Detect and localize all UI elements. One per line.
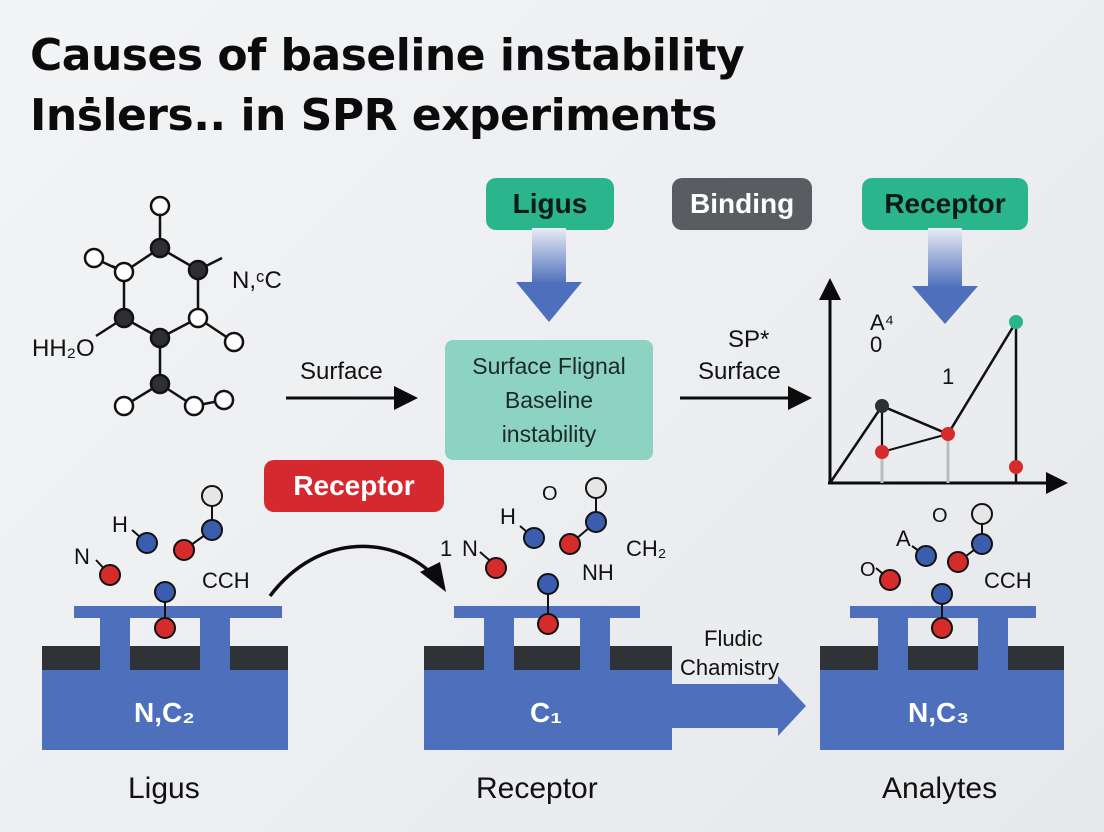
down-arrow-ligus bbox=[516, 228, 582, 322]
atom bbox=[931, 617, 953, 639]
graph-line bbox=[828, 321, 1018, 484]
bottom-label-analytes: Analytes bbox=[882, 772, 998, 805]
atom bbox=[187, 259, 209, 281]
left-molecules bbox=[95, 485, 223, 639]
right-mol-o: O bbox=[860, 559, 876, 581]
center-box-line-1: Surface Flignal bbox=[472, 353, 626, 379]
atom bbox=[537, 613, 559, 635]
chip-label-right: N,C₃ bbox=[908, 697, 969, 728]
sp-label: SP* bbox=[728, 326, 770, 353]
right-mol-a: A bbox=[896, 526, 911, 551]
right-mol-cch: CCH bbox=[984, 568, 1032, 593]
bottom-label-ligus: Ligus bbox=[128, 772, 200, 805]
middle-mol-ch2: CH₂ bbox=[626, 536, 666, 561]
right-molecules bbox=[875, 503, 993, 639]
graph-point bbox=[875, 445, 889, 459]
graph-label-a: A⁴ bbox=[870, 310, 894, 335]
atom bbox=[201, 485, 223, 507]
chip-left bbox=[42, 606, 288, 750]
atom bbox=[585, 511, 607, 533]
baseline-instability-box: Surface Flignal Baseline instability bbox=[445, 340, 653, 460]
atom bbox=[947, 551, 969, 573]
curved-arrow bbox=[268, 544, 438, 598]
graph-x-arrow bbox=[1046, 472, 1068, 494]
atom bbox=[879, 569, 901, 591]
atom bbox=[537, 573, 559, 595]
middle-mol-h: H bbox=[500, 504, 516, 529]
molecule-atoms bbox=[83, 195, 245, 417]
arrow-sp-surface bbox=[680, 386, 812, 410]
atom bbox=[223, 331, 245, 353]
molecule-label-nc: N,ᶜC bbox=[232, 267, 282, 294]
tag-receptor-mid: Receptor bbox=[264, 460, 444, 512]
chamistry-label: Chamistry bbox=[680, 655, 780, 680]
atom bbox=[187, 307, 209, 329]
left-mol-cch: CCH bbox=[202, 568, 250, 593]
arrow-surface-left bbox=[286, 386, 418, 410]
graph-point bbox=[875, 399, 889, 413]
atom bbox=[149, 237, 171, 259]
sp-surface-label: Surface bbox=[698, 358, 781, 385]
chip-label-left: N,C₂ bbox=[134, 697, 195, 728]
left-mol-h: H bbox=[112, 512, 128, 537]
atom bbox=[154, 581, 176, 603]
title-line-1: Causes of baseline instability bbox=[30, 30, 745, 81]
chip-middle bbox=[424, 606, 672, 750]
tag-ligus: Ligus bbox=[486, 178, 614, 230]
middle-mol-o: O bbox=[542, 483, 558, 505]
atom bbox=[915, 545, 937, 567]
middle-mol-nh: NH bbox=[582, 560, 614, 585]
fluidic-arrow bbox=[672, 676, 806, 736]
chip-right bbox=[820, 606, 1064, 750]
atom bbox=[154, 617, 176, 639]
center-box-line-2: Baseline bbox=[504, 387, 594, 413]
diagram-title: Causes of baseline instability Inṡlers..… bbox=[30, 26, 745, 146]
atom bbox=[585, 477, 607, 499]
chip-label-middle: C₁ bbox=[530, 697, 562, 728]
atom bbox=[149, 327, 171, 349]
atom bbox=[971, 533, 993, 555]
title-line-2: Inṡlers.. in SPR experiments bbox=[30, 90, 717, 141]
middle-molecules bbox=[479, 477, 607, 635]
atom bbox=[149, 195, 171, 217]
surface-label-left: Surface bbox=[300, 358, 383, 385]
atom bbox=[523, 527, 545, 549]
graph-line bbox=[881, 433, 949, 453]
atom bbox=[931, 583, 953, 605]
middle-mol-n: N bbox=[462, 536, 478, 561]
bottom-label-receptor: Receptor bbox=[476, 772, 598, 805]
atom bbox=[113, 395, 135, 417]
atom bbox=[113, 307, 135, 329]
center-box-line-3: instability bbox=[501, 421, 597, 447]
graph-label-0: 0 bbox=[870, 332, 882, 357]
tag-binding: Binding bbox=[672, 178, 812, 230]
molecule-label-hh2o: HH₂O bbox=[32, 335, 95, 362]
tag-receptor-top: Receptor bbox=[862, 178, 1028, 230]
atom bbox=[173, 539, 195, 561]
graph-point bbox=[1009, 315, 1023, 329]
atom bbox=[485, 557, 507, 579]
atom bbox=[971, 503, 993, 525]
graph-label-1: 1 bbox=[942, 364, 954, 389]
graph-y-arrow bbox=[819, 278, 841, 300]
left-mol-n: N bbox=[74, 544, 90, 569]
atom bbox=[559, 533, 581, 555]
middle-mol-one: 1 bbox=[440, 536, 452, 561]
atom bbox=[201, 519, 223, 541]
graph-point bbox=[1009, 460, 1023, 474]
atom bbox=[83, 247, 105, 269]
down-arrow-receptor bbox=[912, 228, 978, 324]
atom bbox=[183, 395, 205, 417]
binding-graph bbox=[819, 278, 1068, 494]
curved-arrow-head bbox=[420, 562, 446, 592]
atom bbox=[136, 532, 158, 554]
atom bbox=[113, 261, 135, 283]
graph-point bbox=[941, 427, 955, 441]
fludic-label: Fludic bbox=[704, 626, 763, 651]
atom bbox=[149, 373, 171, 395]
atom bbox=[99, 564, 121, 586]
right-mol-o-top: O bbox=[932, 505, 948, 527]
atom bbox=[213, 389, 235, 411]
